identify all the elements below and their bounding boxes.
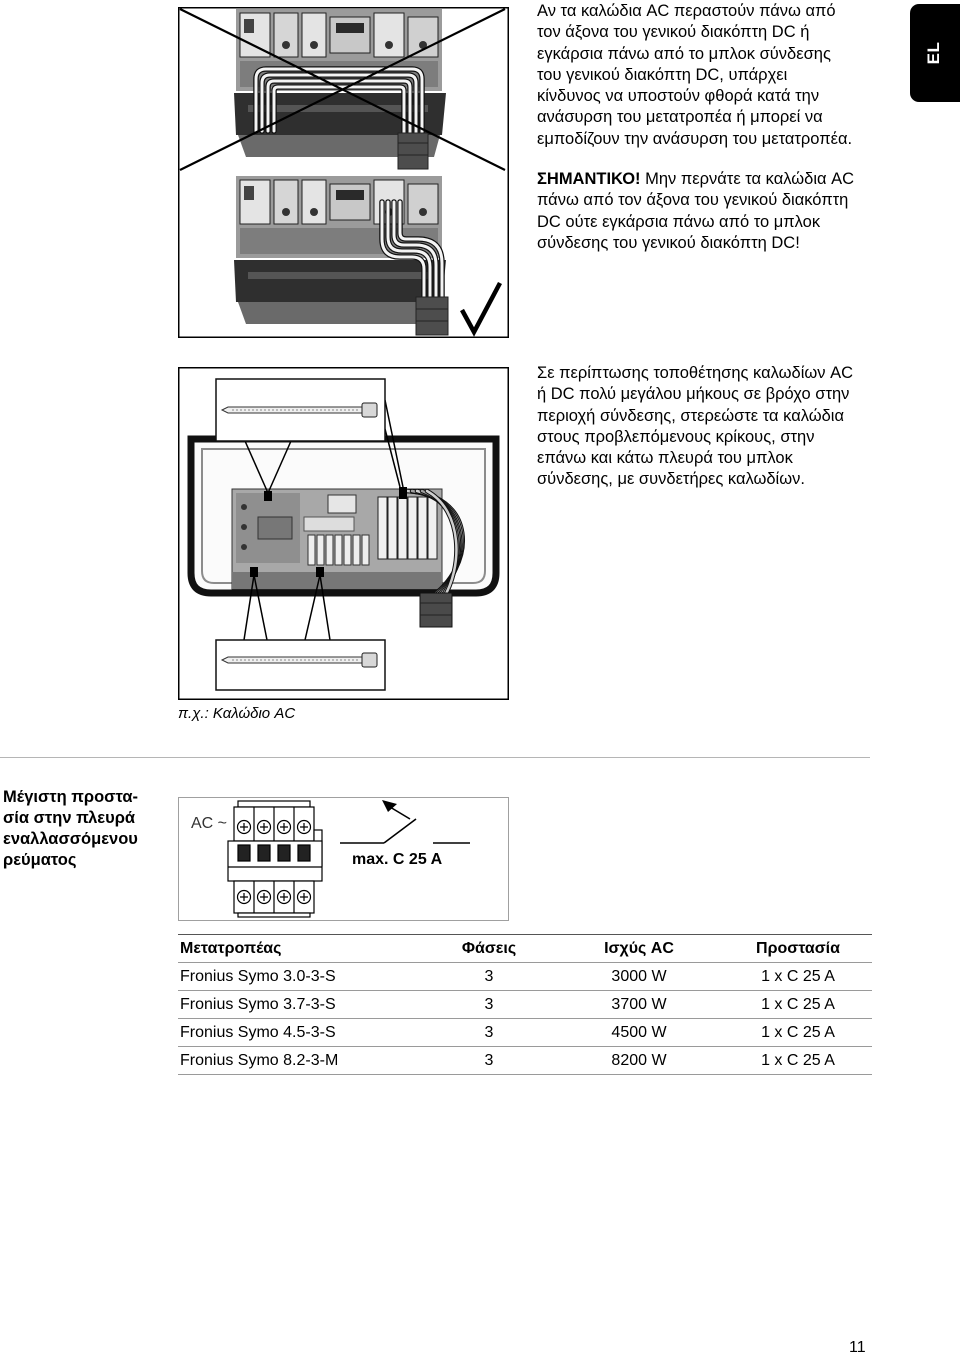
language-tab: EL (910, 4, 960, 102)
text-line: τον άξονα του γενικού διακόπτη DC ή (537, 23, 810, 42)
text-line: επάνω και κάτω πλευρά του μπλοκ (537, 449, 793, 468)
routing-warning-text: Αν τα καλώδια AC περαστούν πάνω από τον … (537, 1, 852, 150)
column-header: Προστασία (734, 934, 872, 963)
text-line: του γενικού διακόπτη DC, υπάρχει (537, 65, 788, 84)
text-line: πάνω από τον άξονα του γενικού διακόπτη (537, 191, 849, 210)
important-label: ΣΗΜΑΝΤΙΚΟ! (537, 170, 641, 188)
table-cell: 1 x C 25 A (734, 1018, 872, 1047)
cross-icon (179, 8, 506, 171)
figure-circuit-breaker (178, 797, 509, 921)
column-header: Μετατροπέας (178, 934, 434, 963)
text-line: στους προβλεπόμενους κρίκους, στην (537, 427, 815, 446)
cable-tie-text: Σε περίπτωσης τοποθέτησης καλωδίων AC ή … (537, 363, 853, 491)
checkmark-icon (460, 281, 502, 337)
page-number: 11 (849, 1339, 866, 1356)
switch-symbol (340, 800, 470, 844)
text-line-part: Μην περνάτε τα καλώδια AC (645, 170, 855, 188)
table-cell: 4500 W (544, 1018, 734, 1047)
text-line: κίνδυνος να υποστούν φθορά κατά την (537, 87, 820, 106)
section-heading: Μέγιστη προστα- σία στην πλευρά εναλλασσ… (3, 787, 138, 871)
correct-routing-illustration (233, 175, 449, 336)
table-cell: Fronius Symo 8.2-3-M (178, 1046, 434, 1075)
column-header: Ισχύς AC (544, 934, 734, 963)
text-line: σύνδεσης του γενικού διακόπτη DC! (537, 233, 800, 252)
callout-lines (243, 399, 404, 641)
figure-cable-ties (178, 367, 509, 700)
section-divider (0, 757, 870, 758)
heading-line: σία στην πλευρά (3, 809, 136, 827)
text-line: DC ούτε εγκάρσια πάνω από το μπλοκ (537, 212, 821, 231)
circuit-breaker-illustration (227, 800, 323, 918)
cable-tie-inset-bottom (215, 639, 386, 691)
table-cell: Fronius Symo 4.5-3-S (178, 1018, 434, 1047)
table-cell: 3 (434, 962, 544, 991)
wrong-routing-illustration (233, 8, 447, 170)
cable-tie-inset-top (215, 378, 386, 442)
text-line: σύνδεσης, με συνδετήρες καλωδίων. (537, 470, 805, 489)
text-line: εμποδίζουν την ανάσυρση του μετατροπέα. (537, 129, 853, 148)
table-cell: 3700 W (544, 990, 734, 1019)
ac-label: AC ~ (191, 815, 228, 832)
table-cell: 1 x C 25 A (734, 990, 872, 1019)
table-cell: 3 (434, 990, 544, 1019)
important-notice: ΣΗΜΑΝΤΙΚΟ! Μην περνάτε τα καλώδια AC πάν… (537, 169, 854, 254)
text-line: εγκάρσια πάνω από το μπλοκ σύνδεσης (537, 44, 831, 63)
table-cell: Fronius Symo 3.0-3-S (178, 962, 434, 991)
text-line: περιοχή σύνδεσης, στερεώστε τα καλώδια (537, 406, 845, 425)
column-header: Φάσεις (434, 934, 544, 963)
table-cell: 3000 W (544, 962, 734, 991)
heading-line: εναλλασσόμενου (3, 830, 138, 848)
text-line: Σε περίπτωσης τοποθέτησης καλωδίων AC (537, 364, 854, 382)
text-line: Αν τα καλώδια AC περαστούν πάνω από (537, 2, 836, 20)
text-line: ανάσυρση του μετατροπέα ή μπορεί να (537, 108, 823, 127)
max-breaker-label: max. C 25 A (352, 851, 443, 868)
table-cell: 8200 W (544, 1046, 734, 1075)
figure-caption: π.χ.: Καλώδιο AC (178, 705, 296, 722)
table-cell: 3 (434, 1046, 544, 1075)
inverter-housing-illustration (187, 435, 500, 628)
text-line: ΣΗΜΑΝΤΙΚΟ! Μην περνάτε τα καλώδια AC (537, 169, 854, 190)
heading-line: Μέγιστη προστα- (3, 788, 139, 806)
figure-cable-routing (178, 7, 509, 338)
heading-line: ρεύματος (3, 851, 77, 869)
table-cell: 1 x C 25 A (734, 962, 872, 991)
table-cell: Fronius Symo 3.7-3-S (178, 990, 434, 1019)
text-line: ή DC πολύ μεγάλου μήκους σε βρόχο στην (537, 385, 850, 404)
language-tab-label: EL (923, 41, 943, 65)
table-cell: 1 x C 25 A (734, 1046, 872, 1075)
table-cell: 3 (434, 1018, 544, 1047)
